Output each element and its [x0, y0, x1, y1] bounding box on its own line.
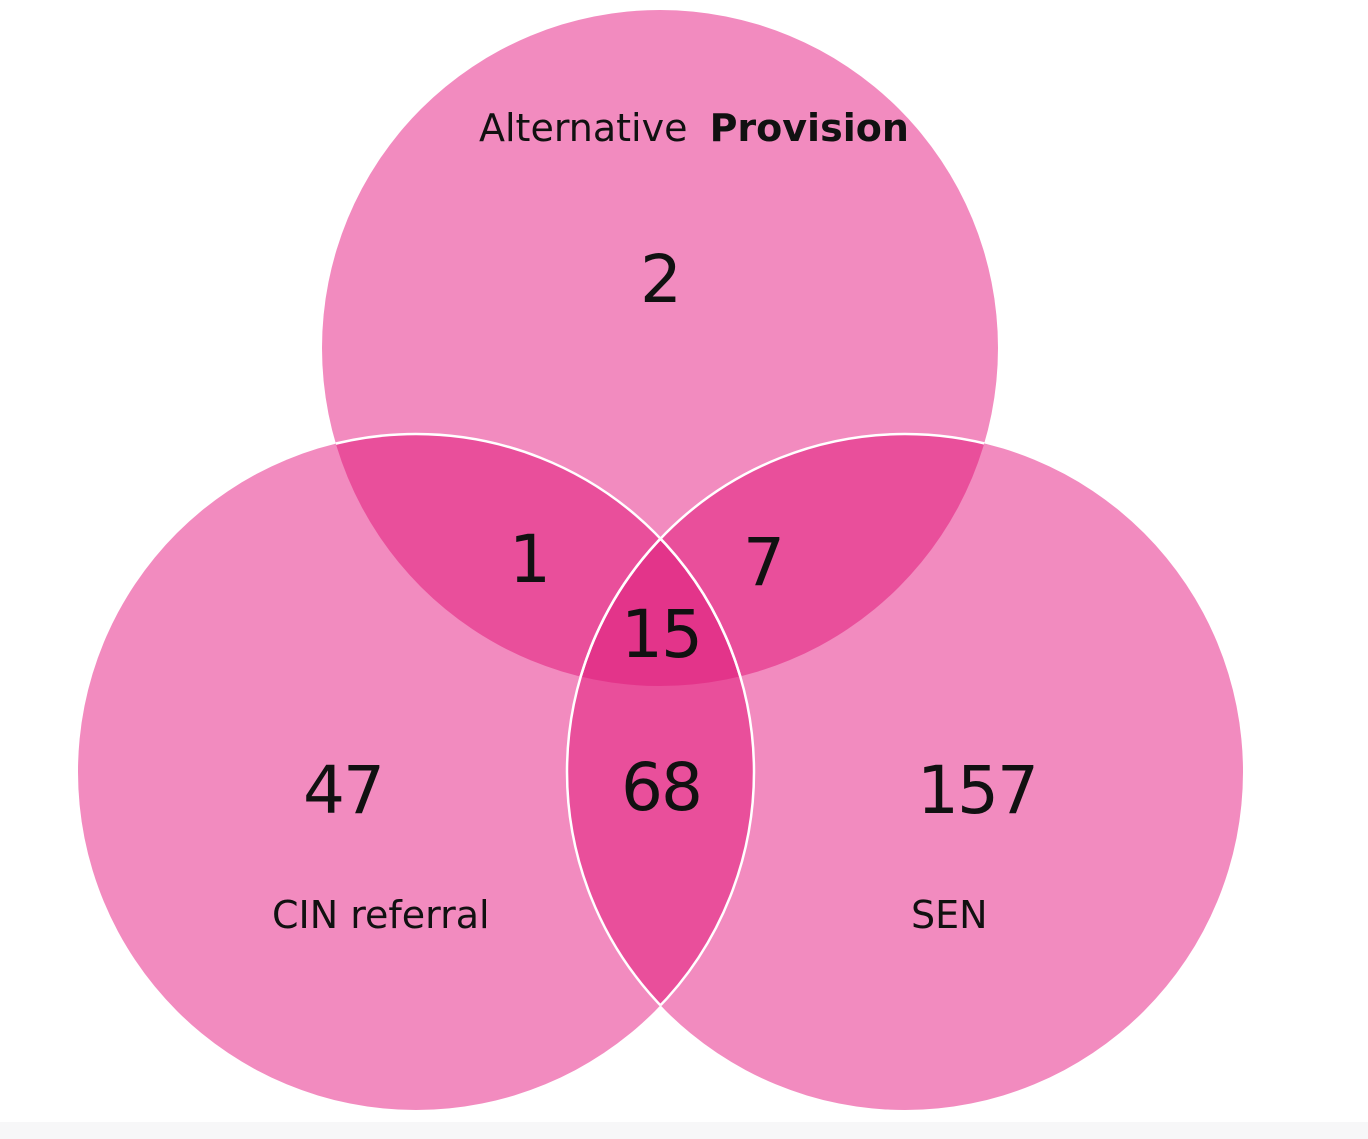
label-provision-part: Provision [710, 106, 909, 150]
count-sen-only: 157 [917, 752, 1037, 829]
label-cin-referral: CIN referral [272, 893, 490, 937]
count-cin-sen: 68 [621, 749, 701, 826]
count-ap-only: 2 [640, 241, 680, 318]
count-ap-sen: 7 [743, 524, 783, 601]
label-sen: SEN [911, 893, 988, 937]
label-alternative-part: Alternative [479, 106, 687, 150]
outline-cin-inside-ap [322, 432, 756, 686]
outline-sen-inside-ap [565, 432, 998, 686]
overlap-ap-sen [567, 434, 998, 686]
bottom-strip [0, 1122, 1368, 1139]
label-alternative-provision: Alternative Provision [479, 106, 909, 150]
count-ap-cin: 1 [509, 521, 549, 598]
overlap-ap-cin [322, 434, 754, 686]
outline-sen-inside-cin [565, 434, 754, 1110]
count-cin-only: 47 [303, 752, 383, 829]
count-all-three: 15 [621, 596, 701, 673]
outline-cin-inside-sen [567, 434, 756, 1110]
